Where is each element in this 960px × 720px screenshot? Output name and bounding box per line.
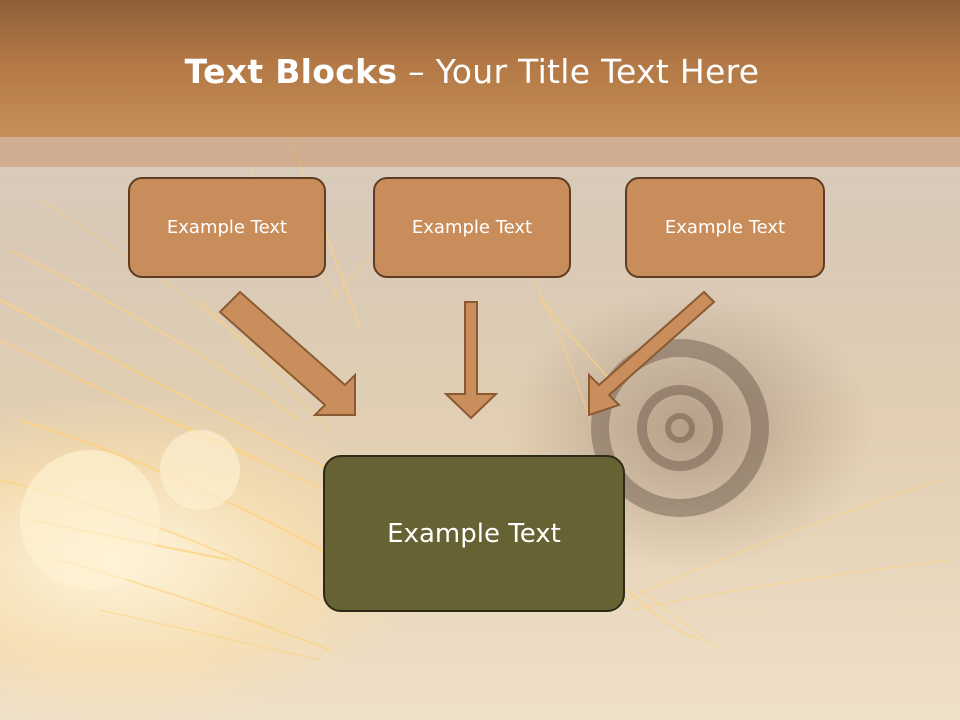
arrow-center [443, 301, 499, 420]
slide-title: Text Blocks – Your Title Text Here [0, 52, 944, 91]
title-bold: Text Blocks [184, 52, 398, 91]
text-block-main[interactable]: Example Text [323, 455, 625, 612]
text-block-left[interactable]: Example Text [128, 177, 326, 278]
text-block-right[interactable]: Example Text [625, 177, 825, 278]
arrow-left [218, 290, 356, 416]
text-block-center-label: Example Text [411, 217, 533, 238]
title-dash: – [397, 52, 436, 91]
arrow-right [588, 290, 716, 417]
title-bar: Text Blocks – Your Title Text Here [0, 0, 960, 137]
title-rest: Your Title Text Here [435, 52, 760, 91]
title-band [0, 137, 960, 167]
text-block-left-label: Example Text [166, 217, 288, 238]
text-block-center[interactable]: Example Text [373, 177, 571, 278]
text-block-main-label: Example Text [387, 518, 561, 549]
text-block-right-label: Example Text [664, 217, 786, 238]
